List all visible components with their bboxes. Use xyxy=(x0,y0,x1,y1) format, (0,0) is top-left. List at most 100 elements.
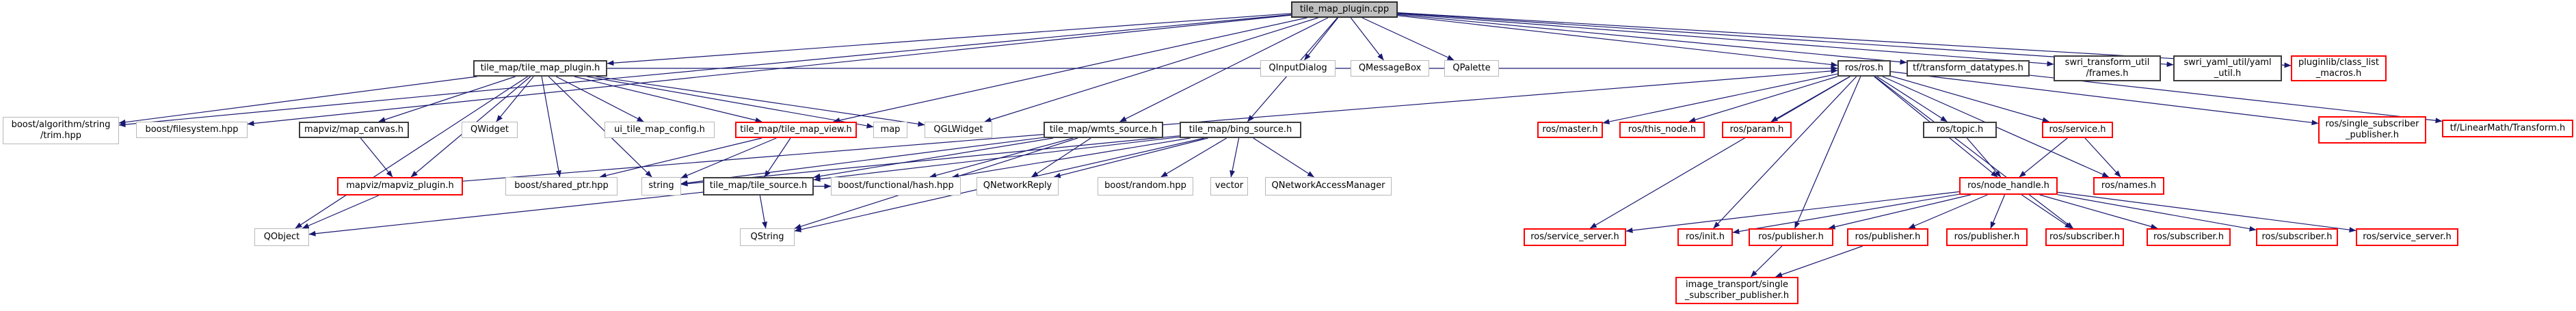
include-edge-ros_service-to-node_handle xyxy=(2019,137,2068,178)
include-edge-root-to-tmp_h xyxy=(607,13,1292,66)
graph-node-srv-server-l[interactable]: ros/service_server.h xyxy=(1524,228,1626,246)
graph-node-ros-this-node[interactable]: ros/this_node.h xyxy=(1619,122,1705,138)
graph-node-qwidget: QWidget xyxy=(462,122,518,138)
include-edge-root-to-trim xyxy=(118,14,1292,128)
graph-node-swri-yaml[interactable]: swri_yaml_util/yaml _util.h xyxy=(2173,55,2282,81)
include-edge-root-to-swri_frames xyxy=(1397,13,2054,67)
graph-node-tf-td[interactable]: tf/transform_datatypes.h xyxy=(1907,60,2030,77)
include-edge-ros_ros-to-ros_ssp xyxy=(1890,71,2319,126)
graph-node-vector: vector xyxy=(1210,177,1248,195)
graph-node-pub3[interactable]: ros/publisher.h xyxy=(1946,228,2028,246)
graph-node-pub2[interactable]: ros/publisher.h xyxy=(1847,228,1928,246)
include-edge-ros_ros-to-ros_this_node xyxy=(1688,76,1838,123)
include-edge-tmp_h-to-map_canvas xyxy=(378,76,516,122)
include-edge-tf_td-to-tf_lin xyxy=(2029,75,2443,124)
include-edge-root-to-swri_yaml xyxy=(1397,12,2174,68)
include-edge-tile_map_view-to-string xyxy=(680,137,777,178)
include-edge-root-to-qinputdialog xyxy=(1304,17,1338,61)
graph-node-ros-names[interactable]: ros/names.h xyxy=(2093,177,2164,195)
graph-node-ros-topic[interactable]: ros/topic.h xyxy=(1923,122,1997,138)
include-edge-mapviz_plugin-to-qobject xyxy=(302,195,379,229)
graph-node-qstring: QString xyxy=(740,228,795,246)
include-edge-ros_ros-to-ros_master xyxy=(1602,73,1838,124)
include-edge-ros_ros-to-srv_server_l xyxy=(1589,76,1850,229)
include-edge-pub2-to-img_ssp xyxy=(1775,245,1863,278)
include-edge-node_handle-to-sub2 xyxy=(2039,194,2158,230)
include-edge-node_handle-to-srv_server_l xyxy=(1625,191,1960,233)
include-edge-ros_ros-to-sub1 xyxy=(1874,76,2073,229)
graph-node-srv-server-r[interactable]: ros/service_server.h xyxy=(2356,228,2458,246)
include-edge-bing-to-qnam xyxy=(1253,137,1314,178)
include-edge-wmts-to-tile_source xyxy=(813,137,1054,179)
graph-node-qmessagebox: QMessageBox xyxy=(1351,60,1429,77)
graph-node-string: string xyxy=(641,177,681,195)
graph-node-trim: boost/algorithm/string /trim.hpp xyxy=(3,117,119,144)
graph-node-swri-frames[interactable]: swri_transform_util /frames.h xyxy=(2054,55,2161,81)
graph-node-tf-lin[interactable]: tf/LinearMath/Transform.h xyxy=(2442,120,2573,137)
graph-node-hash: boost/functional/hash.hpp xyxy=(831,177,961,195)
include-edge-tmp_h-to-map xyxy=(587,76,874,129)
graph-node-ros-init[interactable]: ros/init.h xyxy=(1677,228,1733,246)
include-edge-root-to-ros_ros xyxy=(1397,15,1838,68)
include-edge-node_handle-to-pub1 xyxy=(1828,194,1971,230)
graph-node-qnam: QNetworkAccessManager xyxy=(1265,177,1392,195)
include-edge-tile_source-to-qobject xyxy=(308,191,704,236)
graph-node-tile-map-view[interactable]: tile_map/tile_map_view.h xyxy=(735,122,857,138)
include-edge-bing-to-hash xyxy=(951,137,1191,179)
include-edge-bing-to-tile_source xyxy=(813,136,1180,182)
include-edge-node_handle-to-pub2 xyxy=(1908,194,1988,229)
graph-node-map-canvas[interactable]: mapviz/map_canvas.h xyxy=(299,122,409,138)
graph-node-root[interactable]: tile_map_plugin.cpp xyxy=(1291,1,1398,18)
include-edge-root-to-filesystem xyxy=(247,14,1292,126)
include-edge-wmts-to-qnetworkreply xyxy=(1031,137,1091,178)
graph-node-qpalette: QPalette xyxy=(1444,60,1499,77)
graph-node-ros-ssp[interactable]: ros/single_subscriber _publisher.h xyxy=(2318,116,2426,144)
include-edge-ros_ros-to-ros_topic xyxy=(1876,76,1948,122)
graph-node-pluginlib[interactable]: pluginlib/class_list _macros.h xyxy=(2291,55,2387,81)
graph-node-tile-source[interactable]: tile_map/tile_source.h xyxy=(703,177,814,195)
graph-node-pub1[interactable]: ros/publisher.h xyxy=(1749,228,1833,246)
graph-node-ros-service[interactable]: ros/service.h xyxy=(2042,122,2113,138)
include-edge-tmp_h-to-qglwidget xyxy=(596,76,925,127)
graph-node-shared-ptr: boost/shared_ptr.hpp xyxy=(505,177,618,195)
graph-node-ros-ros[interactable]: ros/ros.h xyxy=(1837,60,1891,77)
graph-node-tmp-h[interactable]: tile_map/tile_map_plugin.h xyxy=(473,60,607,77)
include-edge-bing-to-random xyxy=(1160,137,1227,178)
include-edge-tmp_h-to-trim xyxy=(118,76,477,125)
graph-node-qinputdialog: QInputDialog xyxy=(1260,60,1336,77)
include-edge-root-to-tf_td xyxy=(1397,14,1907,65)
graph-node-sub1[interactable]: ros/subscriber.h xyxy=(2045,228,2124,246)
graph-node-node-handle[interactable]: ros/node_handle.h xyxy=(1959,177,2058,195)
include-edge-root-to-qmessagebox xyxy=(1350,17,1384,61)
include-edge-tmp_h-to-shared_ptr xyxy=(541,76,561,178)
include-edge-tmp_h-to-qobject xyxy=(295,76,528,229)
graph-node-qobject: QObject xyxy=(254,228,309,246)
graph-node-map: map xyxy=(873,122,907,138)
include-edge-pub1-to-img_ssp xyxy=(1750,245,1783,278)
include-edge-tmp_h-to-ui_config xyxy=(555,76,644,122)
graph-node-sub2[interactable]: ros/subscriber.h xyxy=(2147,228,2231,246)
graph-node-filesystem: boost/filesystem.hpp xyxy=(136,122,248,138)
include-edge-ros_ros-to-pub1 xyxy=(1794,76,1861,229)
include-edge-root-to-tile_map_view xyxy=(833,17,1307,123)
include-edge-ros_topic-to-node_handle xyxy=(1966,137,2002,178)
include-edge-node_handle-to-pub3 xyxy=(1990,194,2006,229)
graph-node-qglwidget: QGLWidget xyxy=(925,122,992,138)
graph-node-wmts[interactable]: tile_map/wmts_source.h xyxy=(1044,122,1163,138)
graph-node-img-ssp[interactable]: image_transport/single _subscriber_publi… xyxy=(1675,277,1798,304)
include-edge-tmp_h-to-tile_map_view xyxy=(574,76,762,123)
include-edge-node_handle-to-ros_init xyxy=(1732,193,1960,234)
graph-node-random: boost/random.hpp xyxy=(1098,177,1193,195)
graph-node-ros-master[interactable]: ros/master.h xyxy=(1537,122,1603,138)
graph-node-bing[interactable]: tile_map/bing_source.h xyxy=(1180,122,1301,138)
graph-node-mapviz-plugin[interactable]: mapviz/mapviz_plugin.h xyxy=(337,177,463,195)
include-edge-ros_service-to-ros_names xyxy=(2084,137,2121,178)
include-edge-tile_source-to-qstring xyxy=(759,195,768,229)
graph-node-ros-param[interactable]: ros/param.h xyxy=(1722,122,1792,138)
include-edge-tmp_h-to-qwidget xyxy=(496,76,534,122)
include-edge-bing-to-string xyxy=(680,135,1180,187)
graph-node-sub3[interactable]: ros/subscriber.h xyxy=(2256,228,2338,246)
include-edge-bing-to-qnetworkreply xyxy=(1053,137,1208,178)
